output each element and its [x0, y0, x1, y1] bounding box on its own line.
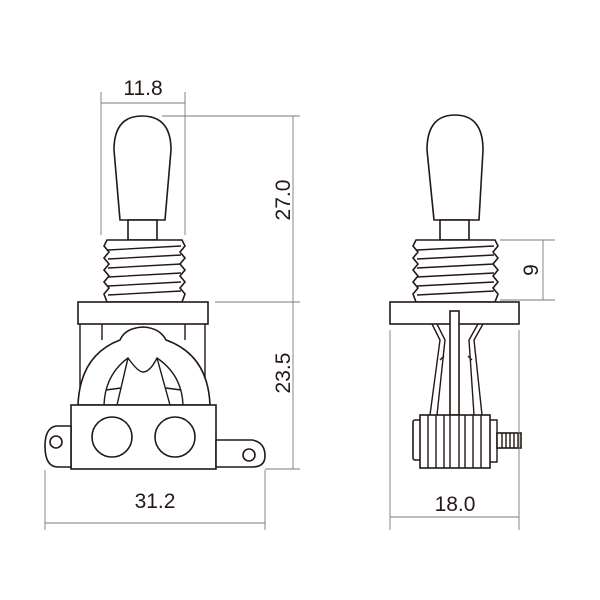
side-contact-block	[419, 414, 491, 469]
side-lever-shaft	[439, 219, 470, 241]
frame-legs	[79, 324, 206, 405]
dim-lever-width: 11.8	[123, 77, 162, 100]
threaded-bushing	[102, 239, 187, 303]
mounting-ear-right	[215, 439, 266, 468]
terminal-hole-right	[154, 416, 196, 458]
dim-total-width: 31.2	[135, 490, 176, 513]
front-view	[44, 115, 266, 470]
terminal-hole-left	[91, 416, 133, 458]
side-view	[389, 114, 522, 469]
side-threaded-bushing	[411, 239, 500, 303]
dim-side-width: 18.0	[435, 493, 476, 516]
contact-springs	[429, 323, 484, 416]
lever-shaft	[127, 219, 158, 241]
side-dimensions: 9 18.0	[389, 239, 555, 530]
dim-upper-height: 27.0	[272, 180, 295, 221]
ear-hole-right	[242, 448, 256, 462]
side-lever-tip	[426, 114, 484, 221]
ear-hole-left	[49, 435, 63, 449]
front-dimensions: 11.8 27.0 23.5 31.2	[44, 77, 300, 530]
dim-lower-height: 23.5	[272, 353, 295, 394]
terminal-screw	[496, 432, 522, 449]
contact-arc	[77, 326, 211, 406]
mounting-plate	[77, 301, 209, 325]
lever-tip	[113, 115, 172, 221]
side-center-blade	[449, 310, 460, 416]
dim-thread-length: 9	[520, 264, 543, 276]
